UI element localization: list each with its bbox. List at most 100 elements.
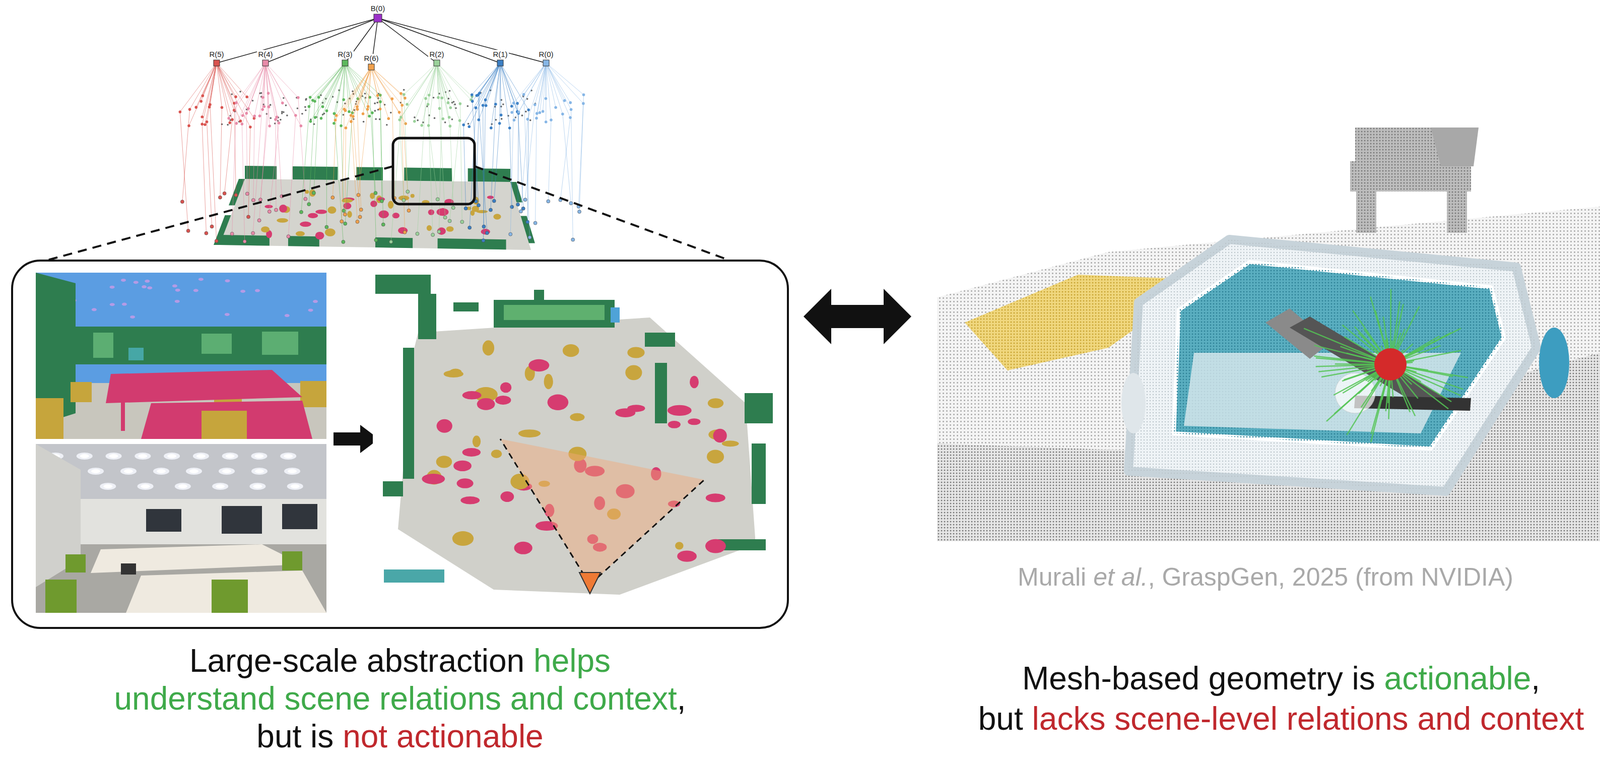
object-blob: [324, 228, 336, 237]
object-dot: [488, 208, 493, 212]
graph-edge: [520, 118, 528, 212]
light-blob: [174, 299, 180, 303]
graph-edge: [254, 62, 266, 116]
segmentation-image: [35, 272, 327, 439]
object-blob: [481, 228, 491, 235]
region-node: [342, 59, 349, 66]
screen: [282, 503, 318, 529]
graph-dot: [405, 102, 409, 106]
graph-edge: [417, 98, 426, 234]
graph-edge: [546, 62, 571, 103]
graph-edge: [232, 102, 237, 234]
gripper-arm: [1430, 127, 1479, 167]
object-dot: [186, 229, 190, 233]
map-object: [383, 569, 445, 583]
object-blob: [343, 202, 352, 210]
graph-edge: [380, 101, 384, 225]
screen: [261, 331, 299, 355]
light-blob: [109, 285, 115, 289]
graph-edge: [216, 62, 235, 104]
light-blob: [312, 299, 318, 303]
graph-edge: [517, 113, 519, 205]
object-dot: [463, 206, 468, 211]
graph-edge: [513, 62, 547, 120]
light-glow: [192, 452, 210, 460]
place-dot: [282, 97, 285, 100]
graph-edge: [510, 103, 514, 235]
camera-marker: [579, 572, 601, 594]
map-blob: [482, 340, 495, 356]
map-blob: [462, 447, 481, 457]
graph-dot: [234, 95, 238, 99]
object-dot: [485, 231, 489, 235]
object-blob: [299, 221, 312, 227]
object-dot: [245, 191, 249, 196]
graph-edge: [500, 62, 518, 104]
graph-edge: [545, 62, 547, 99]
ceiling-light: [109, 453, 119, 458]
map-blob: [547, 393, 569, 411]
gripper-points: [1356, 191, 1377, 233]
object-dot: [307, 202, 311, 207]
object-dot: [204, 231, 209, 235]
place-dot: [524, 110, 527, 113]
map-blob: [421, 473, 445, 485]
graph-edge: [301, 97, 311, 213]
object-dot: [267, 209, 272, 214]
graph-edge: [345, 62, 370, 116]
object-dot: [218, 195, 222, 199]
place-dot: [451, 118, 454, 121]
graph-dot: [356, 107, 360, 111]
place-dot: [444, 121, 447, 124]
light-glow: [99, 482, 116, 490]
place-dot: [301, 112, 304, 115]
place-dot: [269, 117, 272, 120]
place-dot: [285, 104, 288, 107]
light-glow: [174, 482, 191, 490]
graph-dot: [187, 124, 191, 128]
ceiling-light: [138, 453, 148, 458]
screen: [221, 505, 262, 534]
ceiling: [35, 443, 327, 613]
graph-edge: [248, 126, 251, 217]
graph-dot: [568, 101, 572, 105]
chair: [282, 551, 303, 571]
object-blob: [276, 218, 289, 223]
graph-dot: [344, 109, 348, 113]
graph-edge: [351, 67, 372, 116]
map-blob: [518, 429, 541, 438]
graph-edge: [345, 62, 358, 99]
node-label: R(3): [336, 49, 354, 59]
object-dot: [251, 231, 255, 235]
graph-edge: [483, 99, 486, 241]
ceiling-light: [167, 453, 177, 458]
ceiling-light: [254, 469, 264, 474]
caption-text: not actionable: [342, 717, 544, 755]
graph-dot: [307, 105, 311, 109]
node-label: R(1): [491, 49, 509, 59]
place-dot: [467, 122, 470, 125]
place-dot: [433, 117, 436, 120]
light-glow: [250, 452, 268, 460]
place-dot: [286, 114, 289, 117]
object-blob: [295, 231, 305, 237]
graph-dot: [489, 126, 493, 130]
graph-dot: [378, 107, 382, 111]
graph-dot: [447, 115, 451, 119]
light-glow: [280, 452, 297, 460]
graph-dot: [510, 104, 514, 108]
object-blob: [279, 204, 288, 213]
graph-dot: [510, 110, 514, 114]
graph-dot: [200, 115, 204, 119]
light-blob: [254, 289, 260, 293]
graph-edge: [436, 62, 440, 109]
node-label: B(0): [369, 4, 386, 13]
object-dot: [180, 200, 184, 204]
graph-dot: [554, 105, 558, 109]
graph-dot: [268, 124, 272, 128]
map-blob: [707, 397, 724, 409]
wall: [288, 235, 320, 247]
graph-edge: [320, 62, 346, 119]
object-dot: [435, 197, 440, 202]
ceiling-light: [178, 484, 188, 489]
